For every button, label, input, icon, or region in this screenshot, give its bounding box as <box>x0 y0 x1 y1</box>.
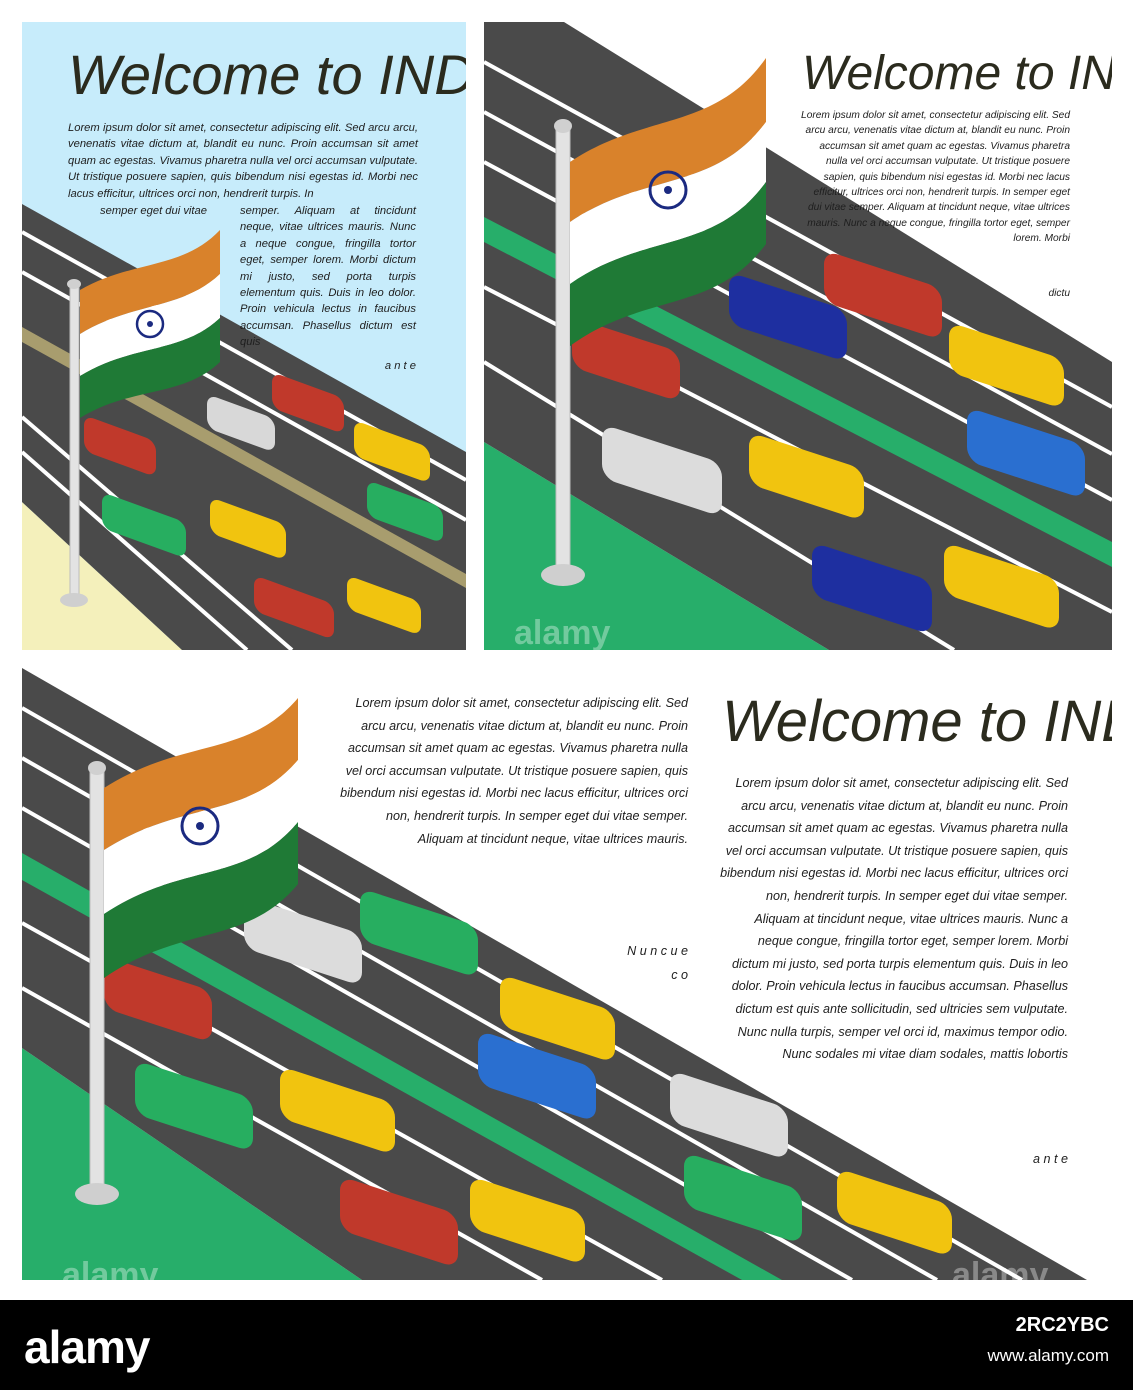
indian-flag <box>80 230 220 418</box>
indian-flag <box>104 698 298 978</box>
alamy-logo: alamy <box>24 1321 150 1373</box>
car-group <box>572 253 1085 632</box>
ashoka-chakra-icon <box>180 806 220 846</box>
highway-illustration-2 <box>484 22 1112 650</box>
body-text-left: Lorem ipsum dolor sit amet, consectetur … <box>340 696 688 846</box>
car-group <box>84 374 443 638</box>
body-text-right-end: a n t e <box>1032 1152 1068 1166</box>
flagpole <box>60 279 88 607</box>
indian-flag <box>570 58 766 346</box>
median-strip <box>22 853 782 1280</box>
ashoka-chakra-icon <box>135 309 165 339</box>
flagpole <box>541 119 585 586</box>
poster-title: Welcome to INDIA <box>722 689 1112 754</box>
body-text-end: dictu <box>1048 288 1070 299</box>
poster-title: Welcome to INDIA <box>68 43 466 106</box>
highway-illustration-1 <box>22 22 466 650</box>
body-text-end: a n t e <box>384 360 416 372</box>
body-text-right: Lorem ipsum dolor sit amet, consectetur … <box>720 776 1068 1062</box>
body-text-left-end-2: c o <box>671 968 688 982</box>
poster-panel-1: Welcome to INDIA Lorem ipsum dolor sit a… <box>22 22 466 650</box>
body-text-top: Lorem ipsum dolor sit amet, consectetur … <box>68 122 418 200</box>
poster-title: Welcome to INDIA <box>802 47 1112 100</box>
ashoka-chakra-icon <box>648 170 688 210</box>
image-id: 2RC2YBC <box>1015 1314 1109 1336</box>
flagpole <box>75 761 119 1205</box>
body-text-left: semper eget dui vitae <box>100 205 207 217</box>
watermark-logo: alamy <box>62 1256 159 1280</box>
body-text: Lorem ipsum dolor sit amet, consectetur … <box>801 110 1070 245</box>
stock-footer-bar: alamy 2RC2YBC www.alamy.com <box>0 1300 1133 1390</box>
body-text-right: semper. Aliquam at tincidunt neque, vita… <box>240 205 416 349</box>
watermark-logo: alamy <box>952 1256 1049 1280</box>
body-text-left-end-1: N u n c u e <box>627 944 688 958</box>
poster-panel-3: Lorem ipsum dolor sit amet, consectetur … <box>22 668 1112 1280</box>
car-group <box>104 891 952 1265</box>
site-url[interactable]: www.alamy.com <box>987 1346 1109 1365</box>
poster-panel-2: Welcome to INDIA Lorem ipsum dolor sit a… <box>484 22 1112 650</box>
highway-illustration-3 <box>22 668 1112 1280</box>
watermark-logo: alamy <box>514 614 611 650</box>
